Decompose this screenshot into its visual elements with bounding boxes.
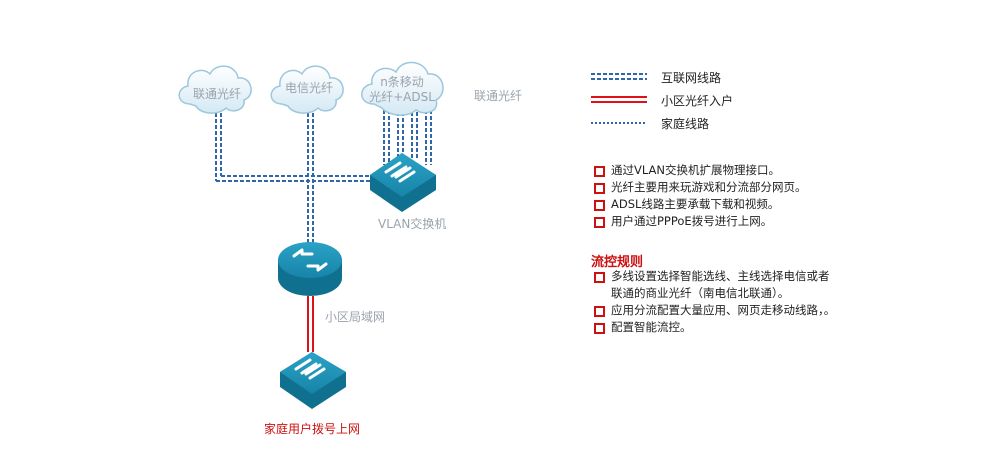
list-item: 多线设置选择智能选线、主线选择电信或者联通的商业光纤（南电信北联通）。 [594,268,835,302]
vlan-switch-icon [370,153,436,212]
legend-lines [591,73,647,124]
list-item: 配置智能流控。 [594,319,835,336]
checkbox-icon [594,323,605,334]
router-icon [278,242,342,296]
cloud-unicom [178,65,252,114]
legend-text: 互联网线路 [661,70,722,85]
cloud-mobile [361,61,444,116]
rules-list: 多线设置选择智能选线、主线选择电信或者联通的商业光纤（南电信北联通）。 应用分流… [594,268,835,336]
home-switch-icon [280,352,346,409]
checkbox-icon [594,217,605,228]
legend-text: 家庭线路 [661,116,710,131]
notes-list: 通过VLAN交换机扩展物理接口。 光纤主要用来玩游戏和分流部分网页。 ADSL线… [594,162,807,230]
checkbox-icon [594,166,605,177]
lan-label: 小区局域网 [325,310,386,324]
list-item: ADSL线路主要承载下载和视频。 [594,196,807,213]
cloud-telecom [270,65,344,114]
extra-unicom-label: 联通光纤 [474,89,523,103]
vlan-switch-label: VLAN交换机 [378,217,447,231]
cloud2-link [307,113,314,245]
list-item: 应用分流配置大量应用、网页走移动线路，。 [594,302,835,319]
list-item: 通过VLAN交换机扩展物理接口。 [594,162,807,179]
cloud-telecom-label: 电信光纤 [284,81,333,95]
checkbox-icon [594,200,605,211]
trunk-link [216,175,370,182]
rules-title: 流控规则 [591,255,644,270]
cloud3-links [383,110,432,165]
list-item: 光纤主要用来玩游戏和分流部分网页。 [594,179,807,196]
cloud1-link [215,113,222,181]
legend-text: 小区光纤入户 [661,93,734,108]
cloud-mobile-label-2: 光纤+ADSL [369,90,435,104]
checkbox-icon [594,183,605,194]
cloud-mobile-label-1: n条移动 [380,75,424,89]
checkbox-icon [594,272,605,283]
list-item: 用户通过PPPoE拨号进行上网。 [594,213,807,230]
checkbox-icon [594,306,605,317]
fiber-line [307,296,314,352]
internet-lines [215,110,432,245]
cloud-unicom-label: 联通光纤 [192,87,241,101]
home-user-label: 家庭用户拨号上网 [264,422,361,436]
